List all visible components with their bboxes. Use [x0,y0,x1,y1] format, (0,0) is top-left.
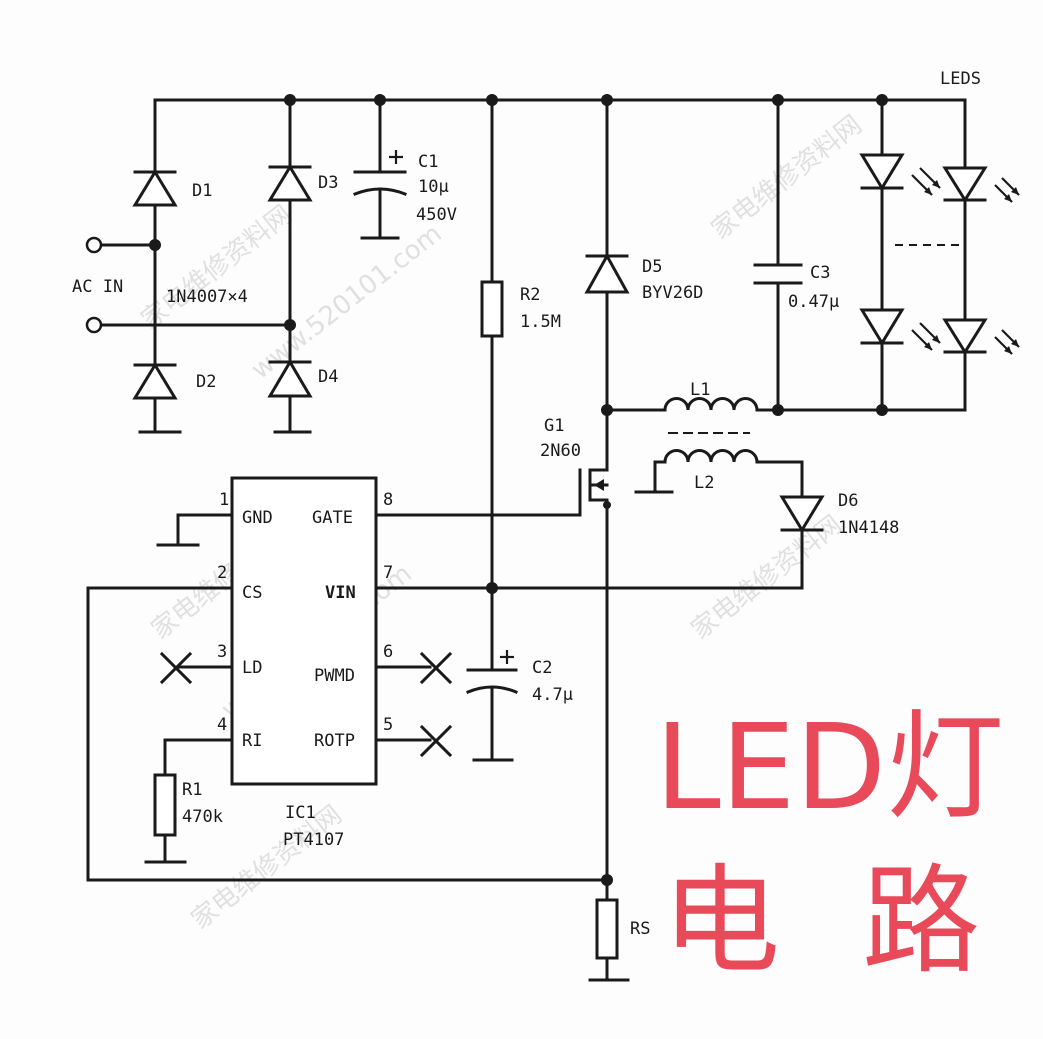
c3-value: 0.47μ [788,292,839,312]
pin-name: GND [242,508,273,528]
d3-label: D3 [318,173,338,193]
overlay-line-1: LED灯 [655,698,1004,836]
pin-number: 5 [383,715,393,735]
diode-d5 [584,252,630,294]
c2-name: C2 [532,658,552,678]
overlay-line-2a: 电 [662,852,780,990]
ac-in-label: AC IN [72,277,123,297]
d2-label: D2 [196,372,216,392]
capacitor-c2 [466,650,518,694]
bridge-note: 1N4007×4 [166,287,248,307]
r1-value: 470k [182,807,223,827]
watermark-url: www.520101.com [246,219,448,386]
pin-name: RI [242,731,262,751]
inductor-l1 [663,397,759,434]
d5-part: BYV26D [642,283,703,303]
pin-number: 2 [217,563,227,583]
diode-d1 [132,169,178,207]
r2-value: 1.5M [520,312,561,332]
ic-name: IC1 [285,803,316,823]
diode-d6 [779,495,825,533]
diode-d4 [267,359,313,398]
no-connect-marks [159,651,453,758]
watermark-text: 家电维修资料网 [136,200,298,336]
led-string [859,153,1020,355]
pin-number: 7 [383,563,393,583]
ic-pin-labels: 1 GND 2 CS 3 LD 4 RI 8 GATE 7 VIN 6 PWMD… [217,490,393,751]
inductor-l2 [663,449,759,464]
junction-dots [149,94,888,886]
c1-voltage: 450V [416,205,457,225]
resistor-r1 [153,773,177,837]
ac-terminals [85,236,103,334]
ic-part: PT4107 [283,830,344,850]
pin-name: GATE [312,508,353,528]
pin-number: 3 [217,642,227,662]
watermark-text: 家电维修资料网 [706,110,868,246]
resistor-rs [595,898,619,960]
g1-part: 2N60 [540,441,581,461]
diode-d3 [267,164,313,202]
pin-number: 8 [383,490,393,510]
g1-name: G1 [544,416,564,436]
pin-number: 4 [217,715,227,735]
d1-label: D1 [192,181,212,201]
mosfet-g1 [578,468,611,517]
ic1-chip [230,476,378,786]
rs-label: RS [630,919,650,939]
pin-number: 6 [383,642,393,662]
c1-name: C1 [418,152,438,172]
resistor-r2 [480,280,504,338]
capacitor-c1 [353,150,407,196]
c1-value: 10μ [418,177,449,197]
overlay-line-2b: 路 [862,852,980,990]
l1-label: L1 [690,380,710,400]
d6-name: D6 [838,491,858,511]
leds-label: LEDS [940,69,981,89]
pin-name: PWMD [314,666,355,686]
diode-d2 [132,362,178,400]
l2-label: L2 [694,473,714,493]
pin-name: VIN [325,583,356,603]
capacitor-c3 [753,263,803,285]
d5-name: D5 [642,257,662,277]
pin-name: LD [242,658,262,678]
component-labels: LEDS D1 D2 D3 D4 1N4007×4 AC IN C1 10μ 4… [72,69,981,939]
c2-value: 4.7μ [532,685,573,705]
r2-name: R2 [520,285,540,305]
d6-part: 1N4148 [838,518,899,538]
r1-name: R1 [182,780,202,800]
c3-name: C3 [810,263,830,283]
overlay-title: LED灯 电 路 [655,698,1004,990]
pin-number: 1 [219,490,229,510]
pin-name: CS [242,583,262,603]
pin-name: ROTP [314,731,355,751]
d4-label: D4 [318,367,338,387]
